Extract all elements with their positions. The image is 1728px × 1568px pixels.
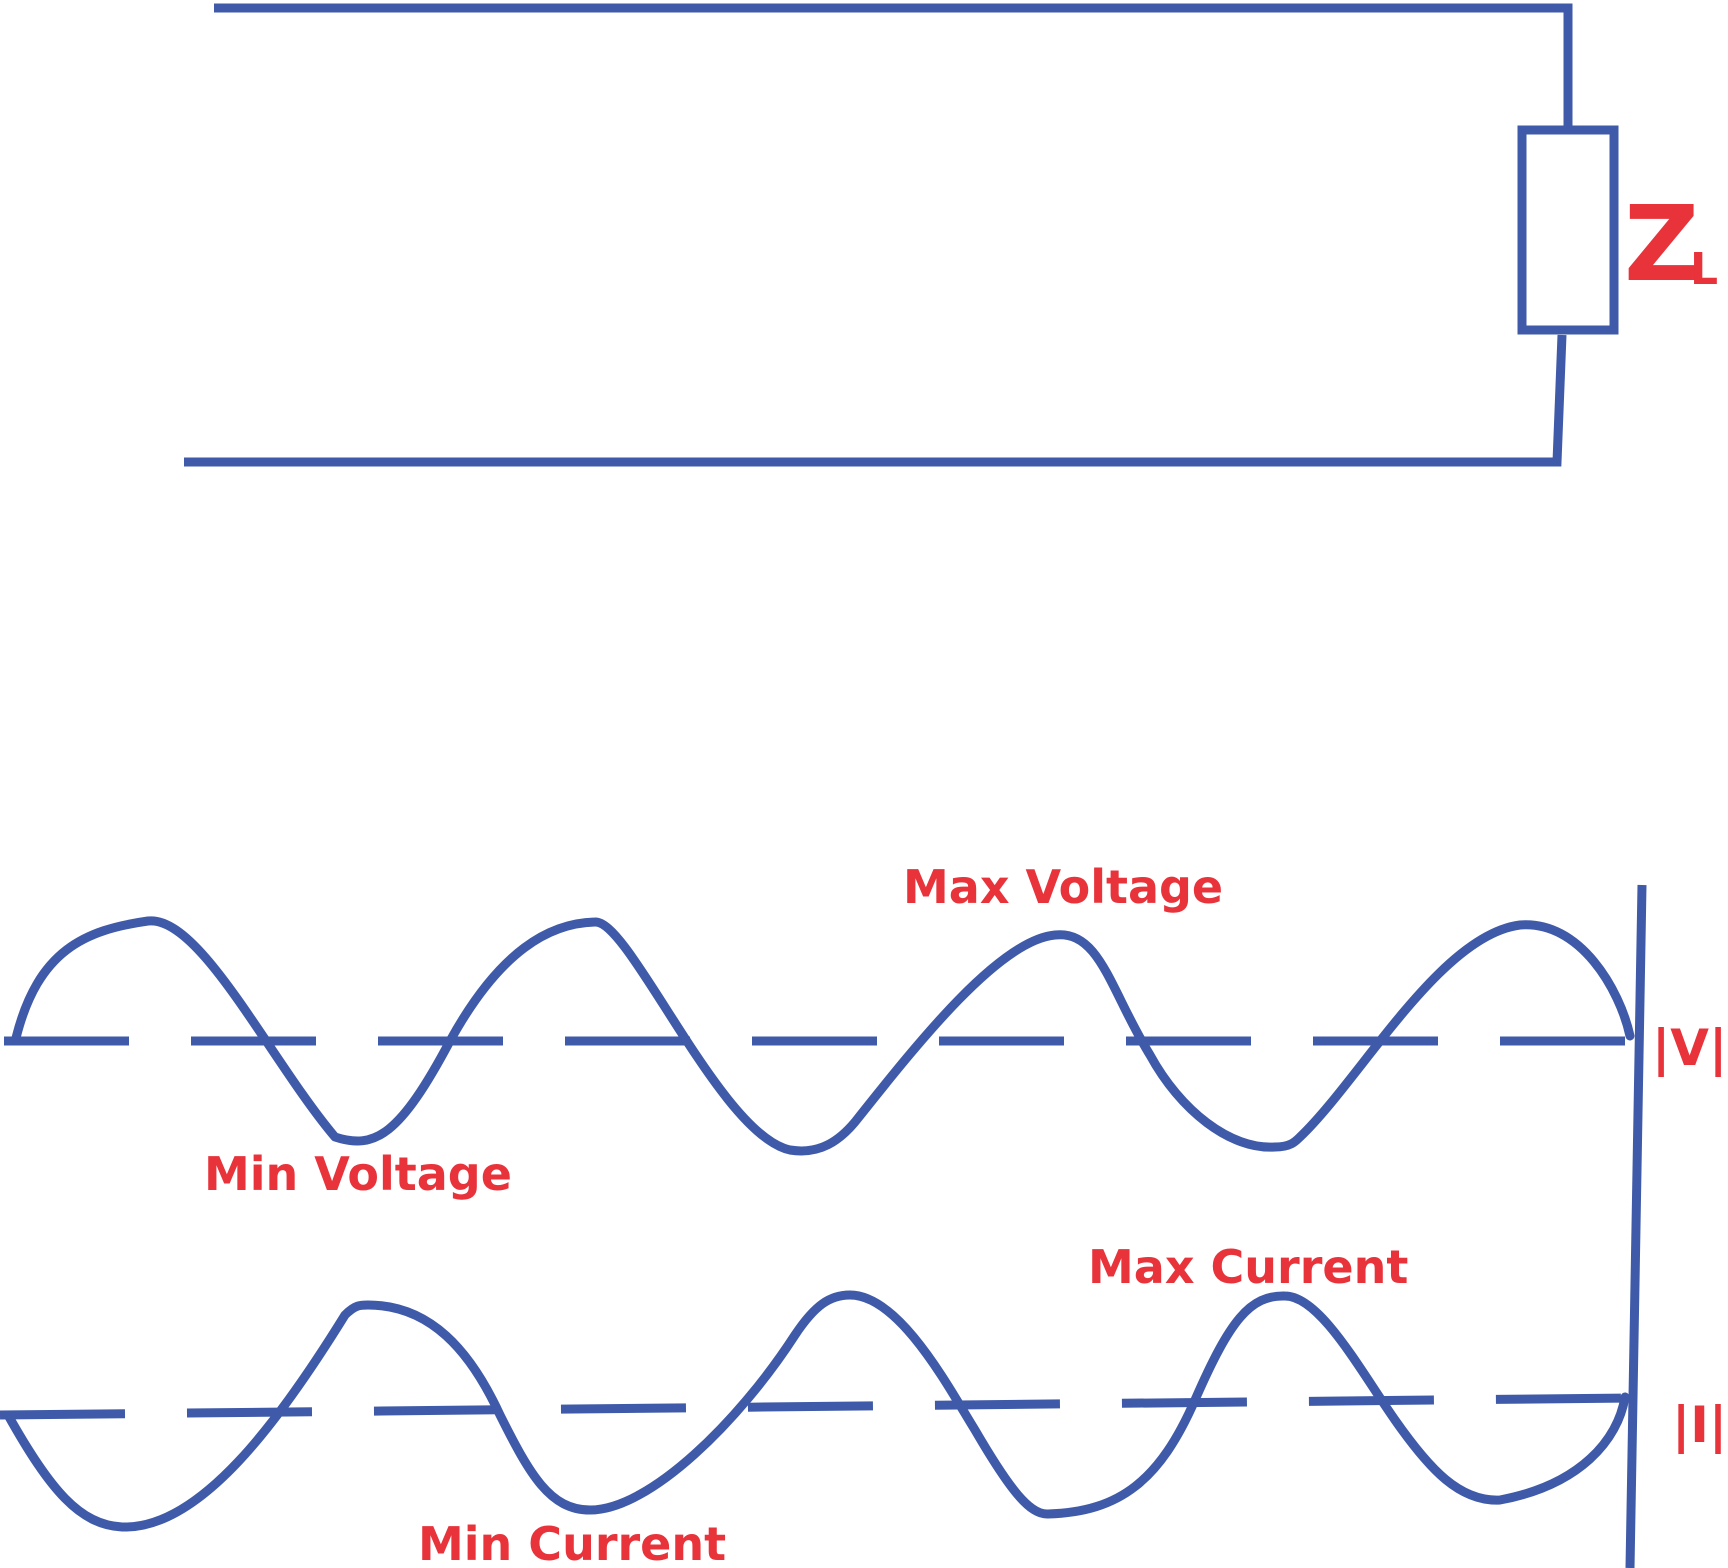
current-axis-dashed	[0, 1393, 1629, 1420]
top-conductor	[214, 3, 1573, 130]
max-voltage-label: Max Voltage	[903, 860, 1223, 914]
max-current-label: Max Current	[1088, 1240, 1408, 1294]
min-voltage-label: Min Voltage	[204, 1147, 512, 1201]
current-magnitude-label: |I|	[1672, 1396, 1727, 1454]
voltage-wave-group: Max Voltage Min Voltage |V|	[4, 860, 1727, 1201]
load-position-line	[1625, 884, 1647, 1568]
min-current-label: Min Current	[418, 1517, 726, 1568]
voltage-wave	[11, 916, 1635, 1156]
load-impedance-box	[1517, 125, 1619, 335]
load-impedance-symbol: Z	[1624, 183, 1699, 305]
voltage-magnitude-label: |V|	[1652, 1019, 1727, 1077]
current-wave-group: Max Current Min Current |I|	[0, 1240, 1727, 1568]
bottom-conductor	[184, 334, 1567, 467]
load-impedance-subscript: L	[1690, 244, 1718, 295]
current-wave	[3, 1290, 1630, 1532]
transmission-line-circuit: Z L	[184, 3, 1718, 467]
